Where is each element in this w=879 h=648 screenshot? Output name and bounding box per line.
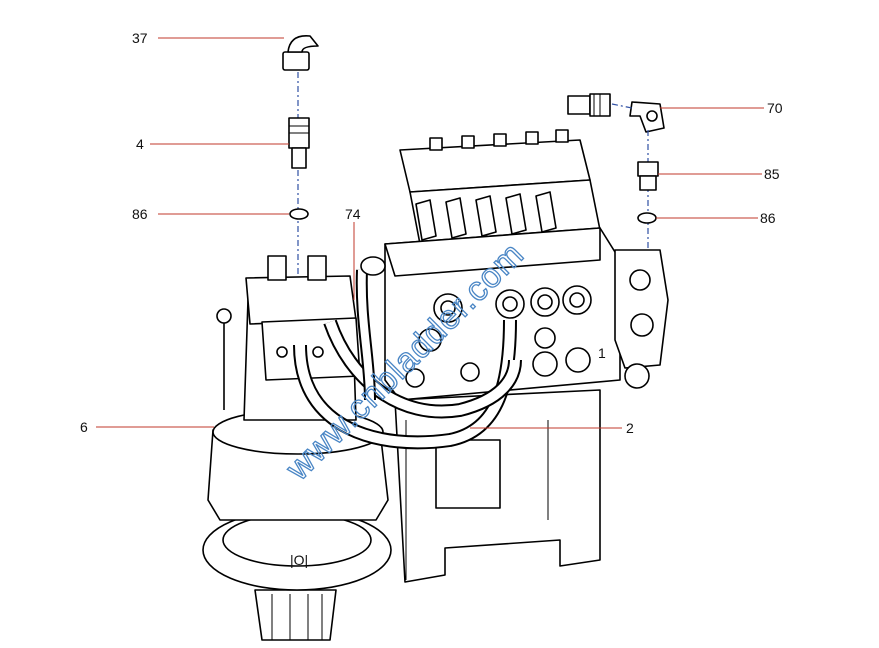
callout-85: 85	[658, 166, 780, 182]
callout-86-right-label: 86	[760, 210, 776, 226]
callout-37: 37	[132, 30, 284, 46]
valve-section-marking: 1	[598, 345, 606, 361]
port-fittings	[405, 285, 592, 388]
elbow-fitting-70	[629, 101, 665, 133]
callout-85-label: 85	[764, 166, 780, 182]
spool-caps	[429, 129, 569, 151]
hose-assembly	[282, 33, 611, 117]
callout-86-right: 86	[656, 210, 776, 226]
callout-70: 70	[660, 100, 783, 116]
adapter-fitting-4	[288, 117, 310, 169]
callout-4-label: 4	[136, 136, 144, 152]
o-ring-86-left	[289, 208, 309, 220]
callout-2-label: 2	[626, 420, 634, 436]
callout-4: 4	[136, 136, 289, 152]
o-ring-86-right	[637, 212, 657, 224]
callout-6-label: 6	[80, 419, 88, 435]
motor-marking: |O|	[290, 552, 308, 568]
callout-70-label: 70	[767, 100, 783, 116]
callout-86-left: 86	[132, 206, 289, 222]
callout-6: 6	[80, 419, 214, 435]
callout-37-label: 37	[132, 30, 148, 46]
centerline-hose	[611, 103, 633, 109]
solenoid-row	[415, 191, 557, 241]
callout-74: 74	[345, 206, 361, 300]
callout-2: 2	[470, 420, 634, 436]
control-valve-bank: 1	[384, 129, 669, 583]
hose-loops	[293, 256, 522, 450]
callout-74-label: 74	[345, 206, 361, 222]
adapter-fitting-85	[637, 161, 659, 191]
callout-86-left-label: 86	[132, 206, 148, 222]
